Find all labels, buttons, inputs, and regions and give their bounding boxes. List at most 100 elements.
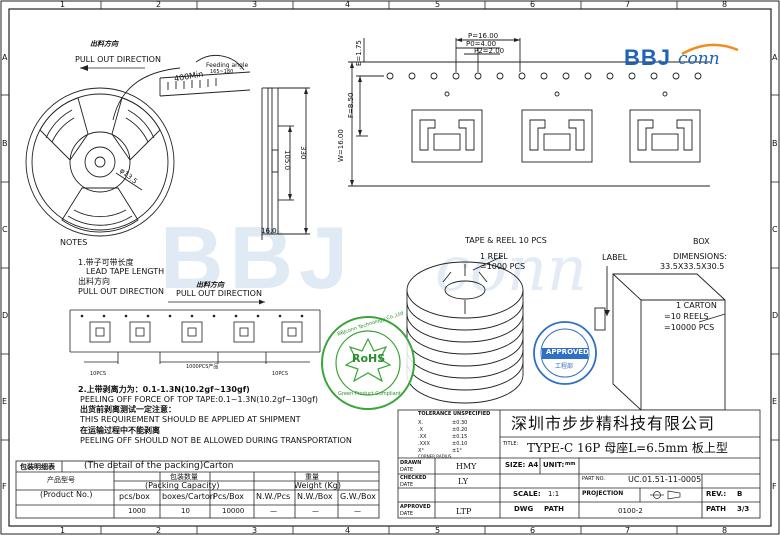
corner-radius-label: CORNER RADIUS [418, 454, 452, 459]
pcs-right: 10PCS [272, 371, 289, 377]
box-label: BOX [693, 237, 710, 246]
unit-label: UNIT: [543, 461, 565, 469]
note1-en: LEAD TAPE LENGTH [86, 267, 165, 276]
tape-reel-label: TAPE & REEL 10 PCS [465, 236, 547, 245]
note2b-en: THIS REQUIREMENT SHOULD BE APPLIED AT SH… [80, 415, 301, 424]
tol-row-4-key: .XXX [418, 441, 430, 447]
box-dimensions-label: DIMENSIONS: [673, 252, 727, 261]
zone-right-c: C [772, 225, 778, 234]
note2-cn: 2.上带剥离力为：0.1-1.3N(10.2gf~130gf) [78, 385, 250, 394]
zone-left-d: D [2, 311, 9, 320]
reel-pull-out-cn: 出料方向 [90, 39, 118, 48]
subheader-boxes-carton: boxes/Carton [162, 492, 215, 501]
header-capacity-en: (Packing Capacity) [145, 481, 220, 490]
approved-stamp-icon [533, 321, 597, 385]
approved-date-label: DATE [400, 511, 414, 517]
zone-right-a: A [772, 53, 778, 62]
tol-row-3-val: ±0.15 [452, 434, 468, 440]
cell-gw-box: — [354, 507, 361, 515]
zone-left-b: B [2, 139, 8, 148]
carton-line-2: =10 REELS [664, 312, 709, 321]
note1-cn: 1.带子可带长度 [78, 258, 134, 267]
drawn-date-label: DATE [400, 467, 414, 473]
path-value: 0100-2 [618, 507, 643, 515]
note2-en: PEELING OFF FORCE OF TOP TAPE:0.1~1.3N(1… [80, 395, 319, 404]
subheader-pcs-box-2: Pcs/Box [213, 492, 244, 501]
drawn-by: HMY [456, 462, 477, 471]
reel-drawing [25, 54, 310, 240]
cell-boxes-carton: 10 [181, 507, 190, 515]
tol-row-1-val: ±0.30 [452, 420, 468, 426]
arrow-pull-cn: 出料方向 [196, 280, 224, 289]
zone-right-f: F [772, 482, 777, 491]
checked-date-label: DATE [400, 482, 414, 488]
watermark-logo-script: conn [435, 232, 587, 305]
label-callout: LABEL [602, 253, 628, 262]
cell-pcs-box: 1000 [128, 507, 146, 515]
packing-table-label: 包装明细表 [20, 463, 55, 471]
notes-title: NOTES [60, 238, 88, 247]
approved-label: APPROVED [400, 504, 431, 510]
note1-pull-en: PULL OUT DIRECTION [78, 287, 164, 296]
zone-right-d: D [772, 311, 779, 320]
zone-bottom-8: 8 [722, 526, 728, 535]
sheet-label: PATH [706, 505, 726, 513]
header-product-cn: 产品型号 [47, 476, 75, 484]
reel-pull-out-label: PULL OUT DIRECTION [75, 55, 161, 64]
tape-detail-drawing [348, 38, 710, 187]
tol-row-1-key: X. [418, 420, 424, 426]
drawing-title: TYPE-C 16P 母座L=6.5mm 板上型 [527, 441, 728, 455]
tol-row-5-val: ±1° [452, 448, 462, 454]
header-product-en: (Product No.) [40, 490, 93, 499]
zone-bottom-1: 1 [60, 526, 66, 535]
zone-top-1: 1 [60, 0, 66, 9]
zone-top-4: 4 [345, 0, 351, 9]
rohs-bottom-text: Green Product Compliant [338, 391, 401, 397]
subheader-nw-box: N.W./Box [297, 492, 333, 501]
drawn-label: DRAWN [400, 460, 422, 466]
rev-label: REV.: [706, 490, 727, 498]
tol-row-3-key: .XX [418, 434, 427, 440]
reel-width-16: 16.0 [261, 227, 277, 235]
zone-left-e: E [2, 397, 8, 406]
dim-p: P=16.00 [468, 32, 499, 40]
approved-stamp-text: APPROVED [546, 348, 589, 356]
tol-row-5-key: X° [418, 448, 424, 454]
sheet-value: 3/3 [737, 505, 750, 513]
scale-label: SCALE: [513, 490, 541, 498]
pcs-mid: 1000PCS产品 [186, 364, 219, 370]
zone-bottom-2: 2 [156, 526, 162, 535]
note2c-cn: 在运输过程中不能剥离 [80, 426, 160, 435]
note2b-cn: 出货前剥离测试一定注意： [80, 405, 176, 414]
zone-top-2: 2 [156, 0, 162, 9]
brand-logo-swoosh-icon [681, 43, 739, 56]
checked-by: LY [458, 477, 469, 486]
subheader-gw-box: G.W./Box [340, 492, 376, 501]
zone-left-a: A [2, 53, 8, 62]
size-label: SIZE: [505, 461, 526, 469]
box-dimensions-value: 33.5X33.5X30.5 [660, 262, 725, 271]
tol-row-2-key: .X [418, 427, 424, 433]
brand-logo-script: conn [678, 49, 720, 69]
zone-left-c: C [2, 225, 8, 234]
reel-count-2: =1000 PCS [480, 262, 526, 271]
part-no-value: UC.01.51-11-0005 [628, 475, 702, 484]
subheader-pcs-box: pcs/box [119, 492, 150, 501]
feeding-angle-value: 165~180 [210, 69, 234, 75]
dim-p2: P2=2.00 [474, 47, 505, 55]
zone-top-8: 8 [722, 0, 728, 9]
dim-p0: P0=4.00 [466, 40, 497, 48]
tol-row-4-val: ±0.10 [452, 441, 468, 447]
approved-by: LTP [456, 507, 472, 516]
note1-pull-cn: 出料方向 [78, 277, 110, 286]
zone-bottom-4: 4 [345, 526, 351, 535]
part-no-label: PART NO. [582, 476, 605, 482]
cell-nw-box: — [312, 507, 319, 515]
zone-left-f: F [2, 482, 7, 491]
header-weight-cn: 重量 [305, 473, 319, 481]
company-name: 深圳市步步精科技有限公司 [511, 414, 716, 433]
header-capacity-cn: 包装数量 [170, 473, 198, 481]
